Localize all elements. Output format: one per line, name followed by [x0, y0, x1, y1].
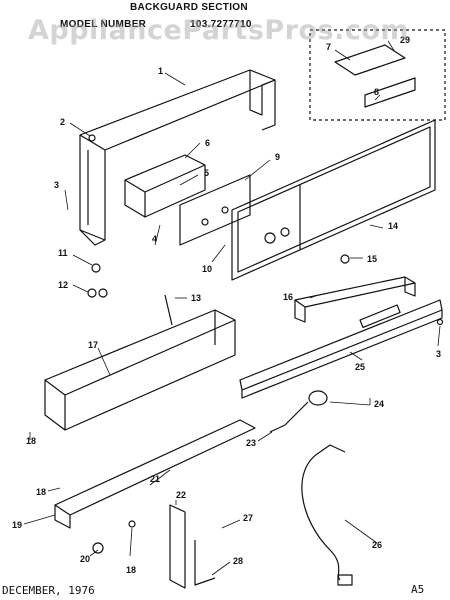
- part-rod: [164, 294, 173, 326]
- callout-18c: 18: [126, 565, 136, 575]
- callout-labels: 1 2 3 4 5 6 7 8 9 10 11 12 13 14 15 16 3…: [12, 35, 441, 575]
- part-trim-strip: [239, 299, 443, 399]
- callout-18a: 18: [26, 436, 36, 446]
- part-bracket-box: [124, 154, 206, 218]
- model-label: MODEL NUMBER: [60, 19, 147, 30]
- screw-3b: [436, 318, 444, 326]
- part-power-cord: [301, 444, 353, 586]
- callout-3b: 3: [436, 349, 441, 359]
- part-control-plate: [179, 174, 251, 246]
- callout-14: 14: [388, 221, 398, 231]
- callout-27: 27: [243, 513, 253, 523]
- part-small-bracket: [194, 540, 216, 586]
- part-12b: [98, 288, 108, 298]
- callout-19: 19: [12, 520, 22, 530]
- callout-2: 2: [60, 117, 65, 127]
- callout-12: 12: [58, 280, 68, 290]
- watermark: AppliancePartsPros.com: [28, 15, 410, 46]
- part-12a: [87, 288, 97, 298]
- section-title: BACKGUARD SECTION: [130, 2, 248, 13]
- callout-5: 5: [204, 168, 209, 178]
- callout-26: 26: [372, 540, 382, 550]
- callout-23: 23: [246, 438, 256, 448]
- part-11: [91, 263, 101, 273]
- callout-29: 29: [400, 35, 410, 45]
- screw-2: [88, 134, 96, 142]
- part-backguard-housing: [79, 69, 276, 246]
- callout-7: 7: [326, 42, 331, 52]
- footer-date: DECEMBER, 1976: [2, 584, 95, 597]
- callout-3: 3: [54, 180, 59, 190]
- callout-8: 8: [374, 87, 379, 97]
- model-number: 103.7277710: [190, 19, 252, 30]
- callout-17: 17: [88, 340, 98, 350]
- callout-25: 25: [355, 362, 365, 372]
- callout-1: 1: [158, 66, 163, 76]
- part-bottom-rail: [54, 419, 256, 529]
- callout-18b: 18: [36, 487, 46, 497]
- callout-4: 4: [152, 234, 157, 244]
- part-nut: [340, 254, 350, 264]
- callout-11: 11: [58, 248, 68, 258]
- callout-21: 21: [150, 474, 160, 484]
- inset-box: [309, 29, 446, 121]
- callout-20: 20: [80, 554, 90, 564]
- callout-22: 22: [176, 490, 186, 500]
- callout-10: 10: [202, 264, 212, 274]
- part-20: [92, 542, 104, 554]
- callout-24: 24: [374, 399, 384, 409]
- callout-13: 13: [191, 293, 201, 303]
- part-main-panel: [231, 119, 436, 281]
- part-handle: [294, 276, 416, 323]
- callout-9: 9: [275, 152, 280, 162]
- part-lamp: [269, 390, 328, 433]
- callout-6: 6: [205, 138, 210, 148]
- callout-28: 28: [233, 556, 243, 566]
- part-vertical-bracket: [169, 504, 186, 589]
- callout-15: 15: [367, 254, 377, 264]
- callout-16: 16: [283, 292, 293, 302]
- footer-page-code: A5: [411, 583, 425, 596]
- clip-18: [128, 520, 136, 528]
- part-lower-panel: [44, 309, 236, 431]
